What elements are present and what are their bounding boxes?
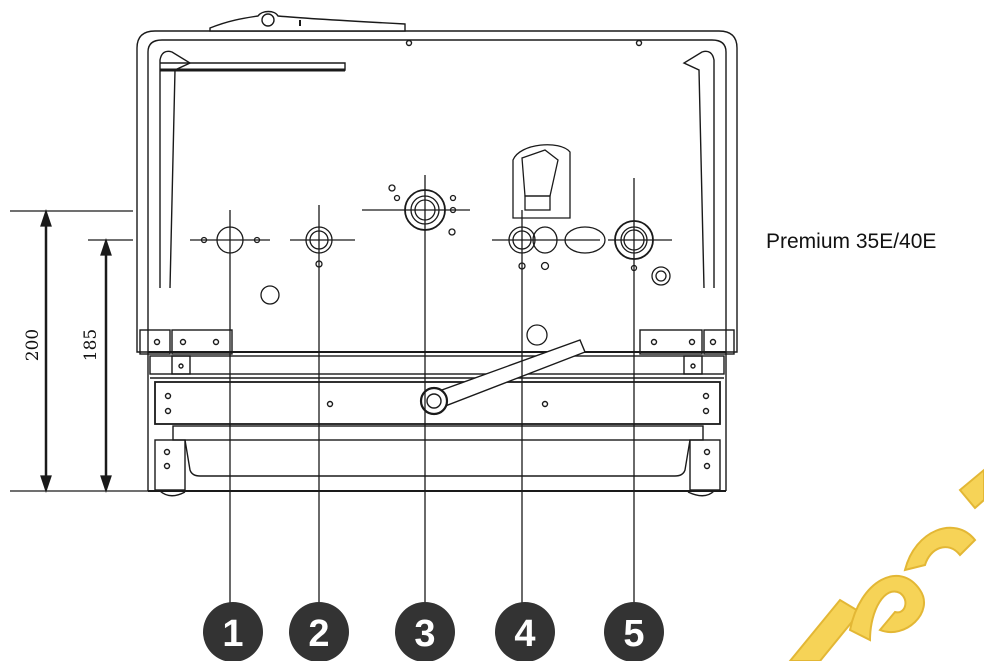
- callout-4: 4: [495, 602, 555, 661]
- callout-3: 3: [395, 602, 455, 661]
- callout-1: 1: [203, 602, 263, 661]
- callout-2: 2: [289, 602, 349, 661]
- callout-5: 5: [604, 602, 664, 661]
- dimension-185-label: 185: [81, 329, 101, 361]
- callout-5-label: 5: [623, 613, 644, 655]
- callout-3-label: 3: [414, 613, 435, 655]
- dimension-185: [88, 237, 133, 494]
- dimension-200: [10, 208, 148, 494]
- callout-2-label: 2: [308, 613, 329, 655]
- dimension-200-label: 200: [23, 329, 43, 361]
- callout-1-label: 1: [222, 613, 243, 655]
- callout-4-label: 4: [514, 613, 535, 655]
- boiler-casing: [136, 10, 738, 353]
- callout-leaders: [229, 175, 635, 628]
- model-title: Premium 35E/40E: [766, 230, 937, 253]
- watermark-logo: [788, 468, 984, 661]
- boiler-base: [139, 329, 735, 497]
- connections: [190, 144, 672, 346]
